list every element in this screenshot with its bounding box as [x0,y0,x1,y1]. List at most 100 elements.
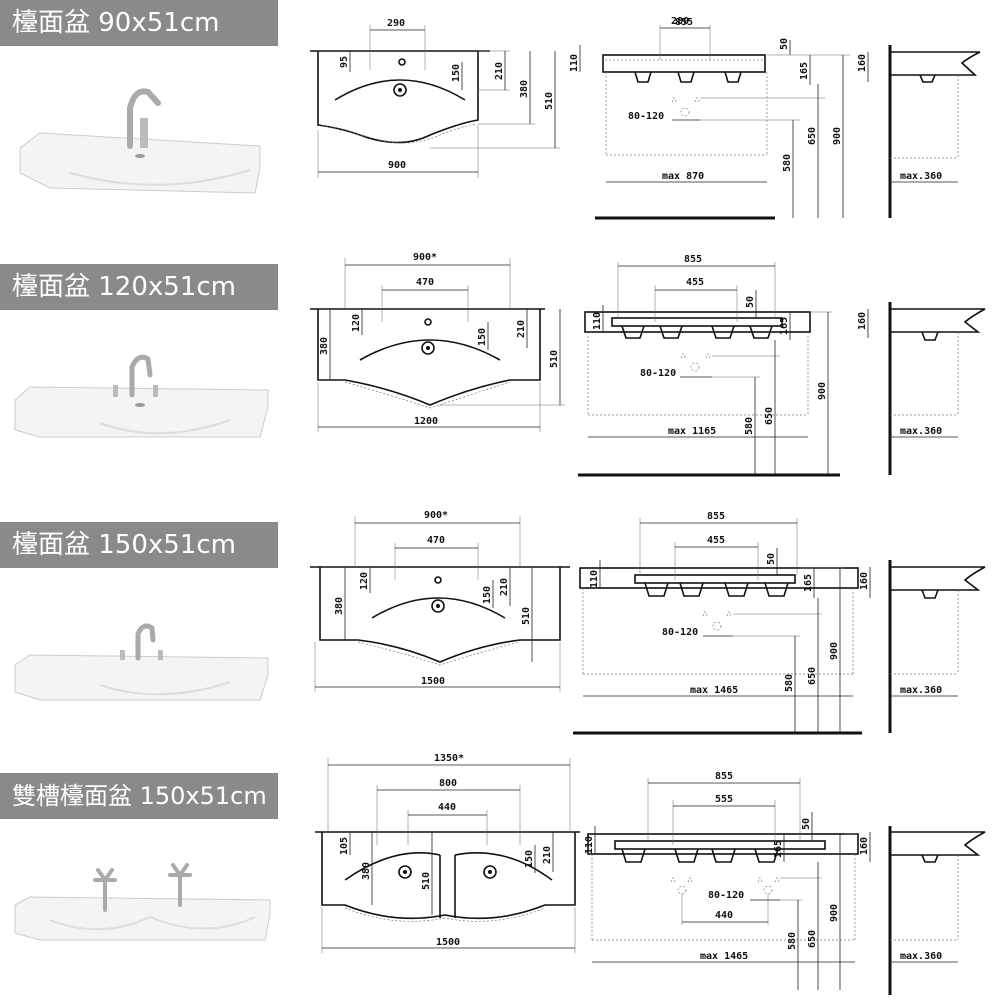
dim-text: 80-120 [708,890,744,901]
front-view-2: 855 455 50 110 165 80-120 580 650 [578,254,840,477]
dim-text: 800 [439,778,457,789]
dim-text: 160 [857,312,868,330]
dim-text: max 870 [662,171,704,182]
dim-text: 855 [684,254,702,265]
dim-text: 290 [387,18,405,29]
side-view-2: 160 max.360 [857,302,986,475]
dim-text: 580 [784,674,795,692]
dim-text: 650 [807,667,818,685]
section-title-2: 檯面盆 120x51cm [0,264,278,310]
dim-text: 380 [334,597,345,615]
drain-symbol: 80-120 [662,611,733,638]
dim-text: 120 [359,572,370,590]
dim-text: 50 [745,296,756,308]
dim-text: 650 [807,127,818,145]
dim-text: 440 [438,802,456,813]
top-view-3: 900* 470 120 150 210 380 510 1500 [310,510,570,692]
dim-text: 510 [544,92,555,110]
dim-text: 855 [707,511,725,522]
drain-symbol-left [670,877,693,895]
dim-text: 50 [779,38,790,50]
dim-text: 160 [859,572,870,590]
side-view-3: 160 max.360 [859,560,986,733]
drain-symbol-right [757,877,780,895]
dim-text: 900 [388,160,406,171]
dim-text: 110 [589,570,600,588]
drain-symbol: 80-120 [628,97,700,122]
dim-text: 900 [832,127,843,145]
section-title-3: 檯面盆 150x51cm [0,522,278,568]
dim-text: max 1465 [690,685,738,696]
dim-text: 110 [569,54,580,72]
dim-text: max.360 [900,171,942,182]
dim-text: 165 [779,317,790,335]
dim-text: 50 [766,553,777,565]
dim-text: 900 [829,904,840,922]
dim-text: 120 [351,314,362,332]
dim-text: 455 [707,535,725,546]
front-view-3: 855 455 50 110 165 80-120 580 650 [573,511,862,735]
dim-text: 165 [803,574,814,592]
dim-text: max.360 [900,951,942,962]
dim-text: 650 [807,930,818,948]
dim-text: max 1465 [700,951,748,962]
dim-text: 900* [424,510,448,521]
dim-text: 210 [516,320,527,338]
dim-text: 1350* [434,753,464,764]
dim-text: 380 [361,862,372,880]
dim-text: 900* [413,252,437,263]
dim-text: 165 [773,840,784,858]
top-view-1: 290 95 150 210 380 510 900 [310,18,560,178]
dim-text: 855 [675,17,693,28]
dim-text: 1200 [414,416,438,427]
dim-text: 650 [764,407,775,425]
dim-text: 165 [799,62,810,80]
dim-text: 900 [817,382,828,400]
dim-text: 95 [339,56,350,68]
dim-text: 210 [499,578,510,596]
dim-text: max 1165 [668,426,716,437]
dim-text: 1500 [436,937,460,948]
dim-text: 160 [859,837,870,855]
dim-text: 900 [829,642,840,660]
dim-text: 210 [494,62,505,80]
dim-text: 1500 [421,676,445,687]
dim-text: 105 [339,837,350,855]
section-title-4: 雙槽檯面盆 150x51cm [0,773,278,819]
dim-text: 455 [686,277,704,288]
dim-text: 470 [416,277,434,288]
dim-text: 280 [671,16,689,27]
basin-photo-4 [14,863,271,941]
dim-text: max.360 [900,426,942,437]
dim-text: max.360 [900,685,942,696]
basin-photo-2 [14,354,269,438]
dim-text: 80-120 [662,627,698,638]
dim-text: 555 [715,794,733,805]
dim-text: 150 [477,328,488,346]
section-title-1: 檯面盆 90x51cm [0,0,278,46]
front-view-4: 855 555 50 110 165 80-120 440 [584,771,859,990]
side-view-1: 160 max.360 [857,45,981,218]
dim-text: 510 [549,350,560,368]
top-view-2: 900* 470 120 150 210 380 510 1200 [310,252,565,432]
dim-text: 150 [482,586,493,604]
basin-photo-1 [19,88,261,194]
dim-text: 150 [524,850,535,868]
side-view-4: 160 max.360 [859,826,986,995]
dim-text: 580 [744,417,755,435]
dim-text: 110 [584,836,595,854]
dim-text: 50 [801,818,812,830]
dim-text: 470 [427,535,445,546]
dim-text: 510 [521,607,532,625]
top-view-4: 1350* 800 440 105 380 510 150 210 1500 [315,753,580,953]
dim-text: 210 [542,846,553,864]
dim-text: 440 [715,910,733,921]
dim-text: 855 [715,771,733,782]
dim-text: 160 [857,54,868,72]
dim-text: 380 [519,80,530,98]
dim-text: 80-120 [640,368,676,379]
dim-text: 580 [787,932,798,950]
drain-symbol: 80-120 [640,353,712,379]
